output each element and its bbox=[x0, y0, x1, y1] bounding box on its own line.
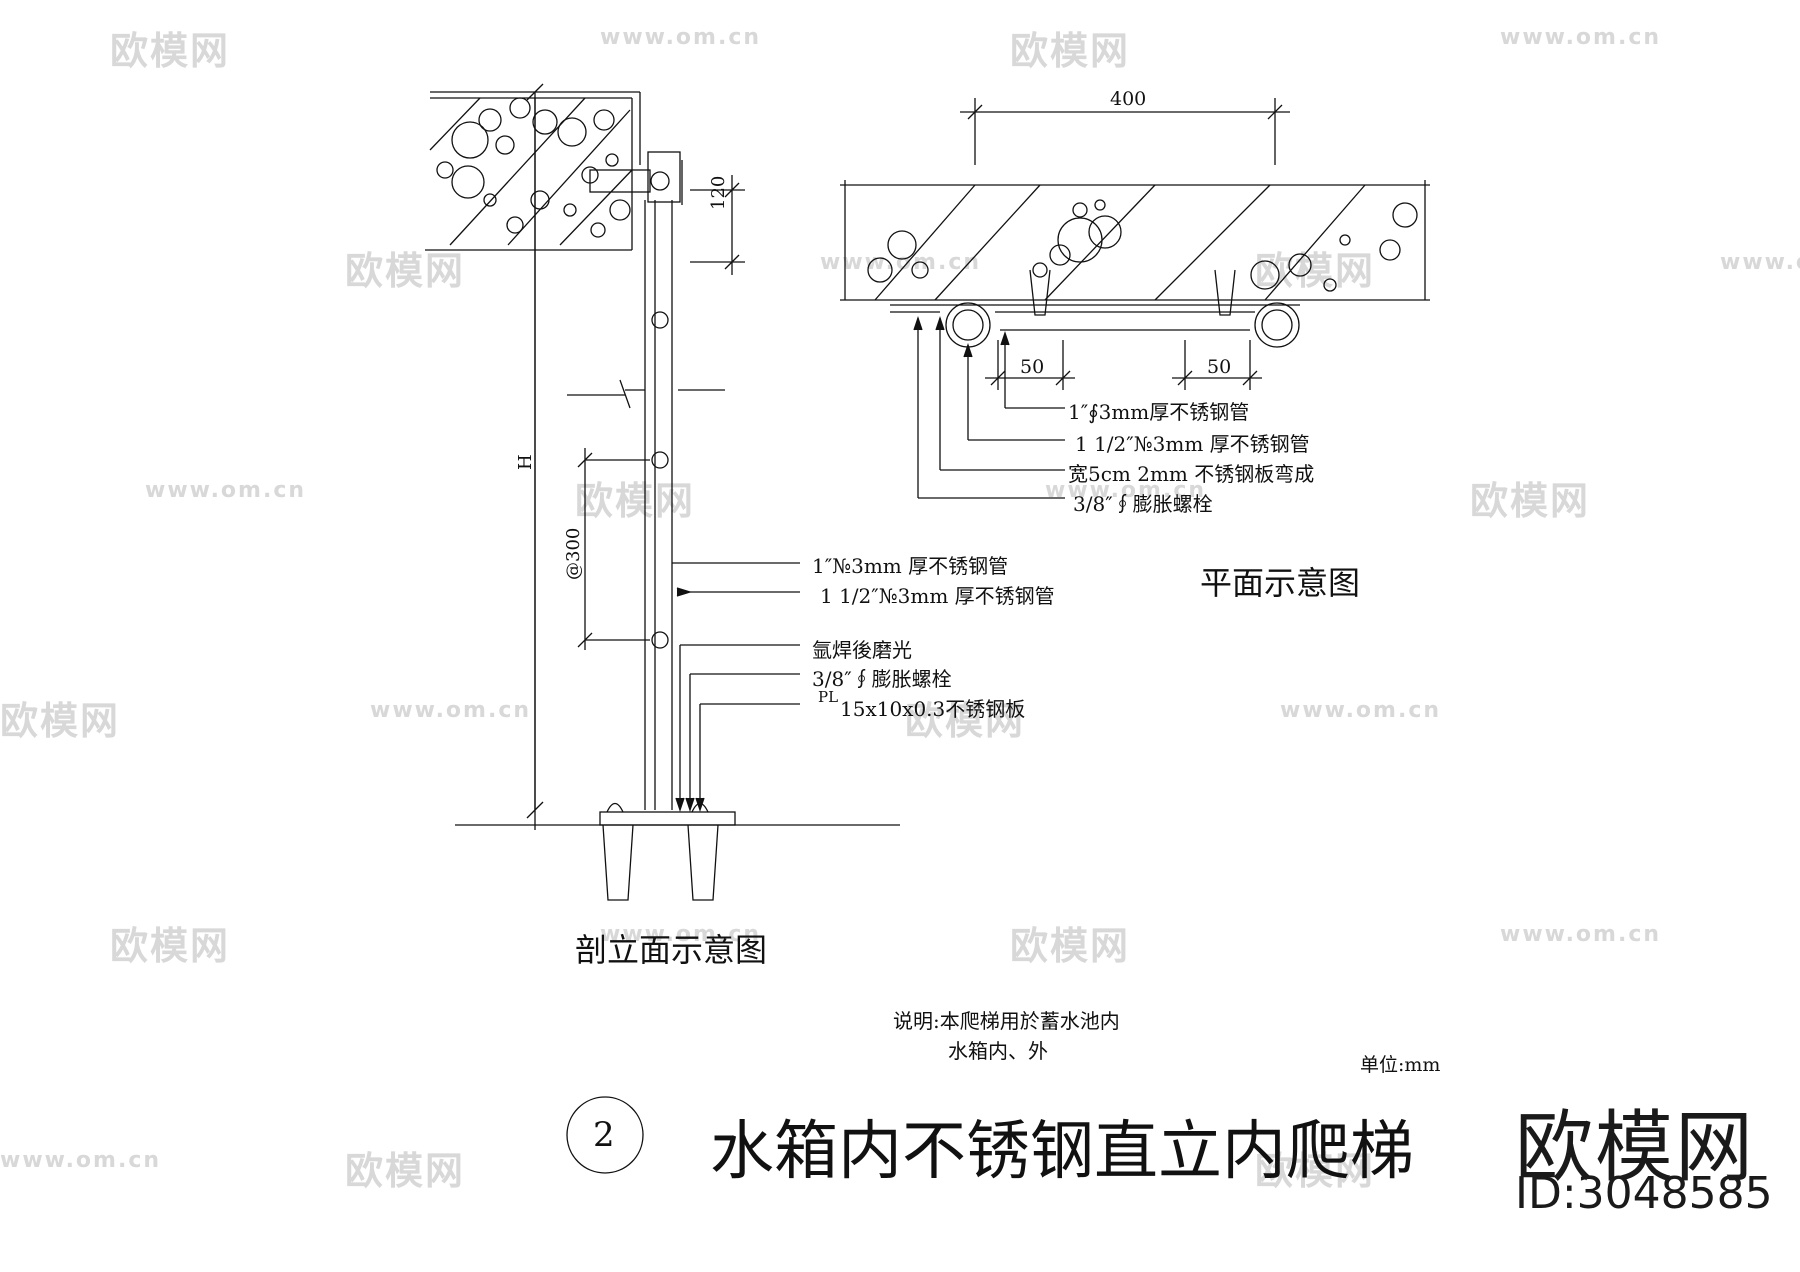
section-dim-120: 120 bbox=[708, 175, 729, 210]
remark-line-1: 说明:本爬梯用於蓄水池内 bbox=[893, 1009, 1120, 1033]
plan-view bbox=[840, 98, 1430, 499]
watermark-brand: 欧模网 bbox=[345, 1149, 466, 1193]
watermark-brand: 欧模网 bbox=[1010, 29, 1131, 73]
watermark-brand: 欧模网 bbox=[1010, 924, 1131, 968]
remark-line-2: 水箱内、外 bbox=[948, 1039, 1048, 1063]
watermark-url: www.om.cn bbox=[1280, 698, 1442, 723]
watermark-url: www.om.cn bbox=[1500, 922, 1662, 947]
watermark-url: www.om.cn bbox=[145, 478, 307, 503]
section-view-title: 剖立面示意图 bbox=[575, 931, 768, 969]
plan-view-title: 平面示意图 bbox=[1200, 564, 1361, 602]
plan-dim-50-left: 50 bbox=[1020, 356, 1045, 378]
plan-note-1: 1″∮3mm厚不锈钢管 bbox=[1068, 400, 1250, 424]
plate-symbol: PL bbox=[818, 688, 839, 706]
brand-logo: 欧模网 bbox=[1515, 1103, 1756, 1193]
watermark-brand: 欧模网 bbox=[1255, 1149, 1376, 1193]
section-note-1: 1″№3mm 厚不锈钢管 bbox=[812, 554, 1009, 578]
watermark-brand: 欧模网 bbox=[0, 699, 121, 743]
watermark-url: www.om.cn bbox=[370, 698, 532, 723]
watermark-brand: 欧模网 bbox=[575, 479, 696, 523]
watermark-url: www.om.cn bbox=[1045, 478, 1207, 503]
plan-note-3: 宽5cm 2mm 不锈钢板弯成 bbox=[1068, 462, 1315, 486]
watermark-url: www.om.cn bbox=[600, 25, 762, 50]
watermark-brand: 欧模网 bbox=[110, 29, 231, 73]
watermark-brand: 欧模网 bbox=[110, 924, 231, 968]
watermark-url: www.om.cn bbox=[1720, 250, 1800, 275]
watermark-brand: 欧模网 bbox=[905, 699, 1026, 743]
section-note-2: 1 1/2″№3mm 厚不锈钢管 bbox=[820, 584, 1055, 608]
watermark-url: www.om.cn bbox=[1500, 25, 1662, 50]
plan-note-4: 3/8″∮膨胀螺栓 bbox=[1073, 492, 1213, 516]
brand-id: ID:3048585 bbox=[1515, 1168, 1773, 1219]
detail-number-circle bbox=[566, 1096, 644, 1174]
unit-label: 单位:mm bbox=[1360, 1054, 1441, 1076]
drawing-title: 水箱内不锈钢直立内爬梯 bbox=[710, 1115, 1414, 1189]
plan-dim-400: 400 bbox=[1110, 88, 1147, 110]
section-note-5: 15x10x0.3不锈钢板 bbox=[840, 697, 1026, 721]
watermark-url: www.om.cn bbox=[600, 922, 762, 947]
detail-number: 2 bbox=[593, 1115, 615, 1155]
plan-note-2: 1 1/2″№3mm 厚不锈钢管 bbox=[1075, 432, 1310, 456]
section-dim-height: H bbox=[515, 454, 536, 470]
section-note-4: 3/8″∮膨胀螺栓 bbox=[812, 667, 952, 691]
watermark-brand: 欧模网 bbox=[345, 249, 466, 293]
plan-dim-50-right: 50 bbox=[1207, 356, 1232, 378]
watermark-url: www.om.cn bbox=[0, 1148, 162, 1173]
section-dim-spacing: @300 bbox=[563, 527, 584, 580]
section-view bbox=[425, 83, 900, 901]
section-note-3: 氩焊後磨光 bbox=[812, 638, 912, 662]
watermark-brand: 欧模网 bbox=[1470, 479, 1591, 523]
